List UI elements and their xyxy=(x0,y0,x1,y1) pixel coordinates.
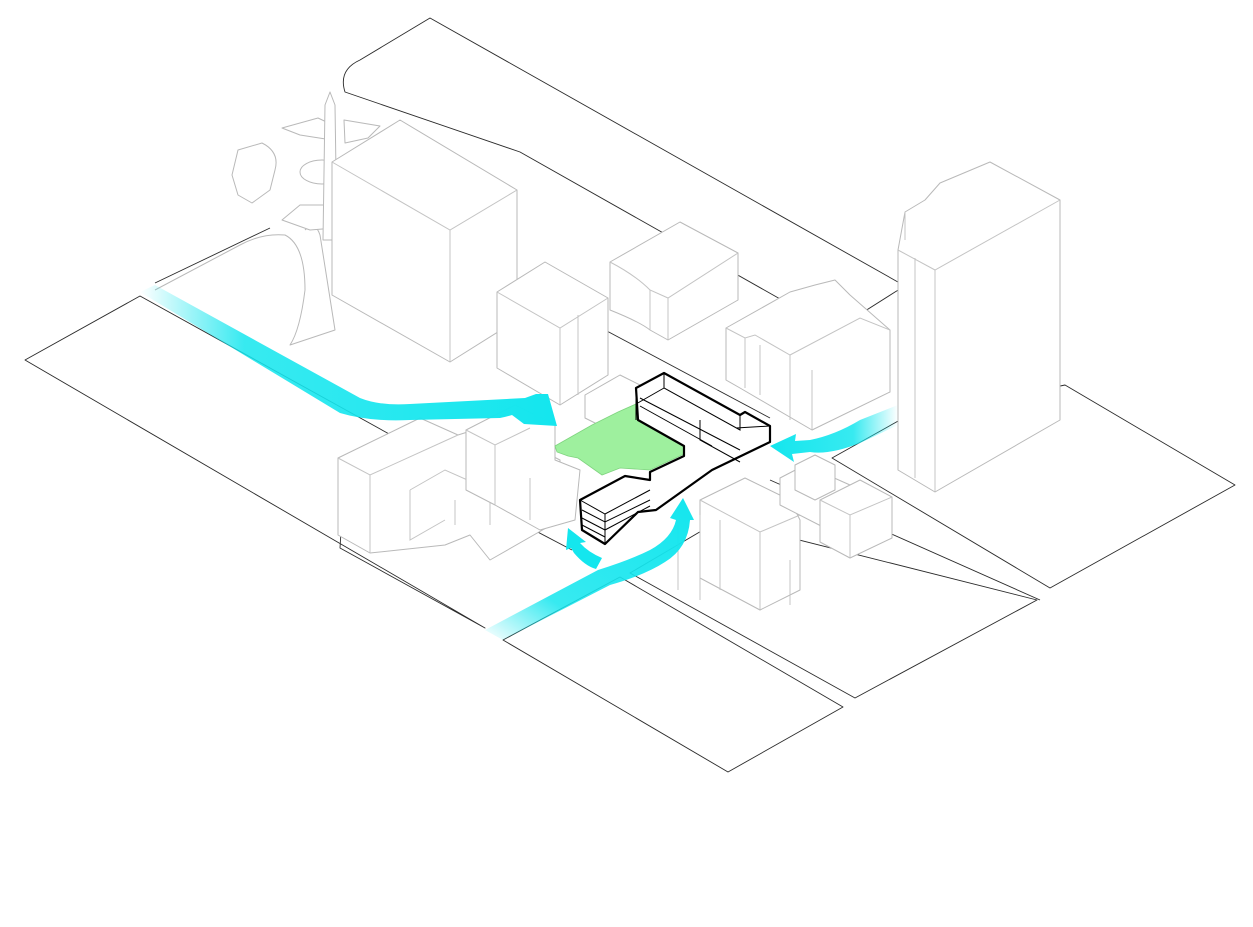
context-buildings xyxy=(331,119,1061,611)
flow-arrow-east xyxy=(770,405,898,462)
road-edge-2 xyxy=(604,329,771,419)
building-near-site xyxy=(465,374,641,531)
flow-arrow-west xyxy=(140,285,557,426)
site-building xyxy=(578,371,772,546)
green-courtyard xyxy=(554,403,685,476)
tower-left xyxy=(331,119,518,363)
road-edge-1 xyxy=(154,227,271,284)
building-right-cluster xyxy=(725,279,891,431)
flow-arrow-south xyxy=(485,498,694,640)
site-wing-south-top xyxy=(579,489,651,544)
flow-arrows xyxy=(140,285,898,640)
flow-arrow-south-branch xyxy=(566,528,602,569)
building-mid-2 xyxy=(609,221,739,341)
building-cluster-southeast xyxy=(699,454,893,611)
plaza-pad-3 xyxy=(343,119,381,144)
building-mid-1 xyxy=(496,261,609,406)
tower-right xyxy=(897,161,1061,493)
block-southeast xyxy=(629,519,1038,699)
site-wing-north-floors xyxy=(639,397,741,463)
plaza-pad-1 xyxy=(231,142,277,204)
site-wing-north-top xyxy=(635,373,771,431)
site-wing-south-floors xyxy=(581,499,651,538)
plaza-curve xyxy=(154,225,336,346)
